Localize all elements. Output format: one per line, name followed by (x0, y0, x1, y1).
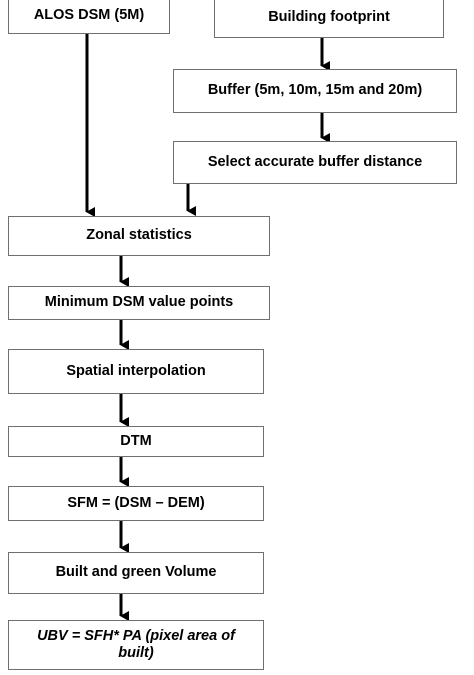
node-buffer-label: Buffer (5m, 10m, 15m and 20m) (207, 82, 423, 99)
node-select-buffer-label: Select accurate buffer distance (207, 153, 423, 170)
node-zonal-statistics-label: Zonal statistics (86, 227, 192, 244)
node-dtm: DTM (8, 426, 264, 457)
node-ubv: UBV = SFH* PA (pixel area of built) (8, 620, 264, 670)
node-dtm-label: DTM (120, 432, 152, 449)
node-building-footprint-label: Building footprint (268, 9, 390, 26)
node-alos-dsm: ALOS DSM (5M) (8, 0, 170, 34)
node-alos-dsm-label: ALOS DSM (5M) (33, 7, 145, 24)
node-spatial-interpolation: Spatial interpolation (8, 349, 264, 394)
node-spatial-interpolation-label: Spatial interpolation (66, 362, 206, 379)
node-sfm: SFM = (DSM – DEM) (8, 486, 264, 521)
node-built-green-volume: Built and green Volume (8, 552, 264, 594)
node-ubv-label: UBV = SFH* PA (pixel area of built) (37, 627, 235, 661)
node-zonal-statistics: Zonal statistics (8, 216, 270, 256)
node-min-dsm-points-label: Minimum DSM value points (44, 294, 234, 311)
node-building-footprint: Building footprint (214, 0, 444, 38)
node-sfm-label: SFM = (DSM – DEM) (67, 494, 205, 511)
node-select-buffer: Select accurate buffer distance (173, 141, 457, 184)
node-built-green-volume-label: Built and green Volume (55, 564, 217, 581)
node-min-dsm-points: Minimum DSM value points (8, 286, 270, 320)
node-buffer: Buffer (5m, 10m, 15m and 20m) (173, 69, 457, 113)
